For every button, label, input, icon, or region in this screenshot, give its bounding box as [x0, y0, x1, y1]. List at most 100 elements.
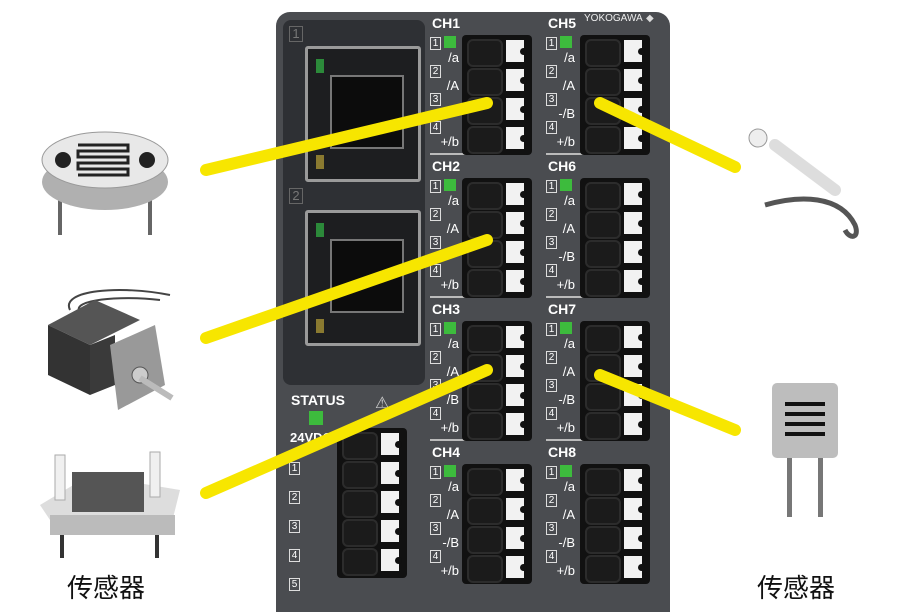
release-tab[interactable]	[381, 433, 402, 455]
terminal-hole[interactable]	[467, 68, 503, 96]
release-tab[interactable]	[624, 212, 645, 234]
terminal-hole[interactable]	[585, 68, 621, 96]
terminal-hole[interactable]	[585, 526, 621, 554]
terminal-hole[interactable]	[467, 325, 503, 353]
terminal-hole[interactable]	[467, 497, 503, 525]
terminal-block-ch4[interactable]	[462, 464, 532, 584]
terminal-hole[interactable]	[467, 126, 503, 154]
pin-label: -/B	[558, 106, 575, 121]
release-tab[interactable]	[624, 241, 645, 263]
terminal-hole[interactable]	[585, 211, 621, 239]
terminal-block-ch7[interactable]	[580, 321, 650, 441]
release-tab[interactable]	[506, 212, 527, 234]
terminal-hole[interactable]	[467, 526, 503, 554]
release-tab[interactable]	[381, 491, 402, 513]
photoresistor-icon	[41, 131, 169, 235]
pin-label: /a	[564, 479, 575, 494]
power-terminal-number: 1	[289, 462, 300, 475]
pin-label: /a	[448, 336, 459, 351]
pin-number: 1	[546, 37, 557, 50]
release-tab[interactable]	[624, 270, 645, 292]
terminal-hole[interactable]	[467, 240, 503, 268]
terminal-block-ch5[interactable]	[580, 35, 650, 155]
terminal-hole[interactable]	[467, 412, 503, 440]
terminal-hole[interactable]	[467, 269, 503, 297]
terminal-block-ch8[interactable]	[580, 464, 650, 584]
terminal-hole[interactable]	[342, 519, 378, 547]
pin-number: 2	[546, 65, 557, 78]
terminal-hole[interactable]	[585, 240, 621, 268]
release-tab[interactable]	[506, 241, 527, 263]
terminal-block-ch2[interactable]	[462, 178, 532, 298]
terminal-hole[interactable]	[342, 548, 378, 576]
terminal-hole[interactable]	[585, 269, 621, 297]
terminal-hole[interactable]	[342, 461, 378, 489]
terminal-hole[interactable]	[585, 383, 621, 411]
diamond-icon: ◆	[646, 13, 654, 24]
release-tab[interactable]	[624, 556, 645, 578]
release-tab[interactable]	[506, 355, 527, 377]
release-tab[interactable]	[624, 69, 645, 91]
terminal-block-ch1[interactable]	[462, 35, 532, 155]
pin-label: +/b	[556, 134, 575, 149]
port-number: 1	[289, 26, 303, 42]
pin-label: /A	[562, 221, 575, 236]
pin-label: /a	[448, 479, 459, 494]
terminal-hole[interactable]	[467, 182, 503, 210]
release-tab[interactable]	[624, 527, 645, 549]
pin-label: /a	[564, 50, 575, 65]
terminal-hole[interactable]	[585, 182, 621, 210]
power-terminal-block[interactable]	[337, 428, 407, 578]
terminal-hole[interactable]	[467, 383, 503, 411]
pin-number: 3	[546, 236, 557, 249]
pin-number: 4	[430, 264, 441, 277]
terminal-hole[interactable]	[585, 39, 621, 67]
release-tab[interactable]	[506, 413, 527, 435]
release-tab[interactable]	[381, 462, 402, 484]
terminal-block-ch6[interactable]	[580, 178, 650, 298]
release-tab[interactable]	[381, 549, 402, 571]
release-tab[interactable]	[506, 183, 527, 205]
release-tab[interactable]	[506, 556, 527, 578]
release-tab[interactable]	[506, 326, 527, 348]
release-tab[interactable]	[506, 40, 527, 62]
pin-number: 3	[546, 522, 557, 535]
terminal-hole[interactable]	[467, 468, 503, 496]
channel-led	[560, 322, 572, 334]
release-tab[interactable]	[506, 498, 527, 520]
release-tab[interactable]	[506, 384, 527, 406]
release-tab[interactable]	[506, 98, 527, 120]
release-tab[interactable]	[381, 520, 402, 542]
release-tab[interactable]	[624, 413, 645, 435]
release-tab[interactable]	[624, 498, 645, 520]
release-tab[interactable]	[624, 469, 645, 491]
terminal-hole[interactable]	[585, 126, 621, 154]
terminal-block-ch3[interactable]	[462, 321, 532, 441]
release-tab[interactable]	[624, 127, 645, 149]
release-tab[interactable]	[506, 270, 527, 292]
pin-label: +/b	[556, 563, 575, 578]
terminal-hole[interactable]	[585, 497, 621, 525]
release-tab[interactable]	[506, 469, 527, 491]
release-tab[interactable]	[624, 183, 645, 205]
pin-number: 4	[430, 407, 441, 420]
terminal-hole[interactable]	[585, 325, 621, 353]
channel-label-ch4: CH4	[432, 444, 461, 460]
terminal-hole[interactable]	[585, 468, 621, 496]
release-tab[interactable]	[624, 326, 645, 348]
release-tab[interactable]	[624, 40, 645, 62]
terminal-hole[interactable]	[467, 39, 503, 67]
pin-label: /A	[446, 78, 459, 93]
pin-number: 1	[430, 466, 441, 479]
release-tab[interactable]	[624, 355, 645, 377]
release-tab[interactable]	[506, 527, 527, 549]
terminal-hole[interactable]	[585, 412, 621, 440]
release-tab[interactable]	[506, 69, 527, 91]
terminal-hole[interactable]	[585, 555, 621, 583]
terminal-hole[interactable]	[342, 490, 378, 518]
separator	[546, 296, 606, 298]
pin-label: /a	[448, 193, 459, 208]
terminal-hole[interactable]	[467, 555, 503, 583]
release-tab[interactable]	[506, 127, 527, 149]
pin-number: 2	[430, 208, 441, 221]
